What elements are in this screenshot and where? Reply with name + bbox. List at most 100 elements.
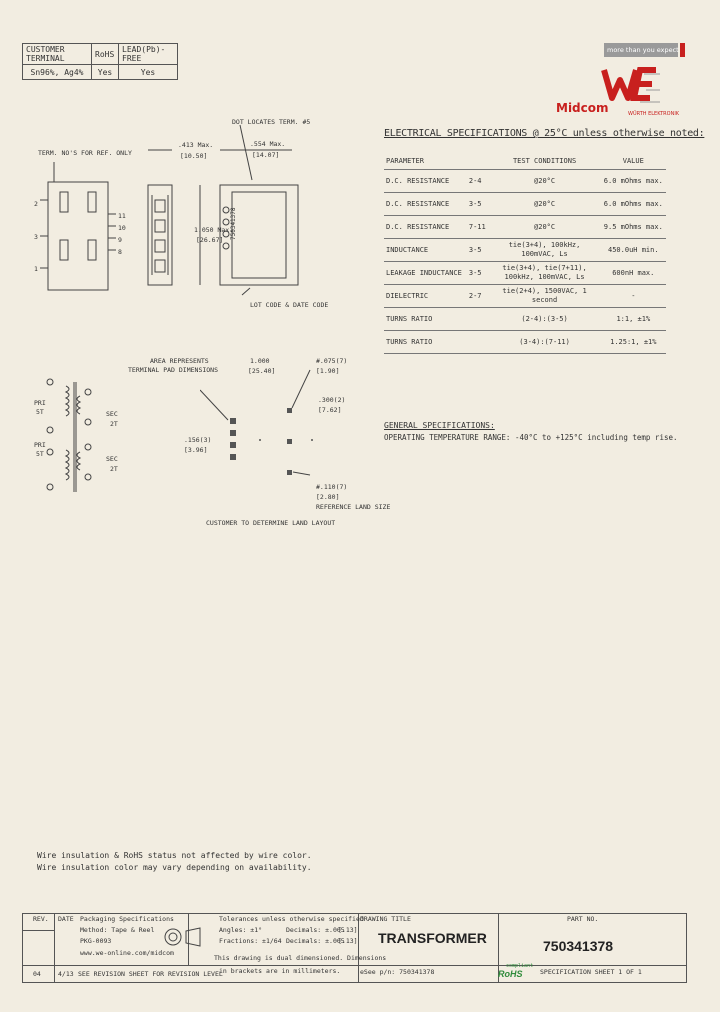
land-pattern-drawing: [200, 360, 313, 510]
spec-value: 6.0 mOhms max.: [600, 169, 666, 193]
packaging-1: Packaging Specifications: [80, 915, 174, 923]
brand-company: Midcom: [556, 101, 609, 115]
pin-11: 11: [118, 212, 126, 220]
pin-1: 1: [34, 265, 38, 273]
we-logo-icon: [600, 66, 660, 106]
part-number: 750341378: [543, 938, 614, 954]
pri1-turns: 5T: [36, 408, 44, 416]
dim-height-mm: [14.07]: [252, 151, 280, 159]
sec1-turns: 2T: [110, 420, 118, 428]
rev-date: 4/13: [58, 970, 74, 978]
spec-pins: [466, 330, 489, 354]
terminal-material: Sn96%, Ag4%: [22, 64, 92, 80]
elec-spec-title: ELECTRICAL SPECIFICATIONS @ 25°C unless …: [384, 128, 705, 139]
pad-d1: #.075(7): [316, 357, 348, 365]
pin-10: 10: [118, 224, 126, 232]
sheet-info: SPECIFICATION SHEET 1 OF 1: [540, 968, 642, 976]
dim-length-mm: [26.67]: [196, 236, 224, 244]
tol-2: Angles: ±1°: [219, 926, 263, 934]
esee-pn: eSee p/n: 750341378: [360, 968, 435, 976]
pri2-label: PRI: [34, 441, 46, 449]
dim-width: .413 Max.: [178, 141, 214, 149]
general-spec-text: OPERATING TEMPERATURE RANGE: -40°C to +1…: [384, 433, 678, 442]
spec-param: TURNS RATIO: [384, 307, 467, 331]
drawing-title-label: DRAWING TITLE: [360, 915, 411, 923]
pri2-turns: 5T: [36, 450, 44, 458]
packaging-2: Method: Tape & Reel: [80, 926, 155, 934]
packaging-3: PKG-0093: [80, 937, 112, 945]
spec-pins: 3-5: [466, 261, 489, 285]
scale-note-1: This drawing is dual dimensioned. Dimens…: [214, 954, 387, 962]
spec-row: TURNS RATIO(2-4):(3-5)1:1, ±1%: [384, 307, 666, 331]
title-block: [22, 913, 687, 983]
sec1-label: SEC: [106, 410, 118, 418]
pad-width-mm: [25.40]: [248, 367, 276, 375]
spec-value: -: [600, 284, 666, 308]
spec-table: PARAMETER TEST CONDITIONS VALUE D.C. RES…: [384, 153, 666, 354]
spec-value: 1:1, ±1%: [600, 307, 666, 331]
spec-pins: [466, 307, 489, 331]
pad-d3-mm: [3.96]: [184, 446, 208, 454]
rohs-badge: compliant RoHS: [498, 963, 534, 979]
spec-condition: @20°C: [488, 192, 601, 216]
rev-label: REV.: [33, 915, 49, 923]
spec-header-value: VALUE: [600, 153, 666, 170]
dim-length: 1.050 Max.: [194, 226, 234, 234]
pad-d1-mm: [1.90]: [316, 367, 340, 375]
tol-1: Tolerances unless otherwise specified: [219, 915, 364, 923]
brand-red-bar: [680, 43, 685, 57]
rev-note: SEE REVISION SHEET FOR REVISION LEVEL: [78, 970, 223, 978]
rev-number: 04: [33, 970, 41, 978]
spec-param: D.C. RESISTANCE: [384, 169, 467, 193]
scale-note-2: in brackets are in millimeters.: [219, 967, 341, 975]
spec-condition: tie(3+4), tie(7+11), 100kHz, 100mVAC, Ls: [488, 261, 601, 285]
pad-width: 1.000: [250, 357, 270, 365]
spec-param: INDUCTANCE: [384, 238, 467, 262]
brand-sub: WÜRTH ELEKTRONIK: [628, 111, 680, 117]
spec-value: 1.25:1, ±1%: [600, 330, 666, 354]
tol-5-mm: [.13]: [338, 937, 358, 945]
spec-param: D.C. RESISTANCE: [384, 215, 467, 239]
header-table: CUSTOMER TERMINAL RoHS LEAD(Pb)-FREE Sn9…: [22, 43, 178, 80]
spec-pins: 3-5: [466, 238, 489, 262]
pin-8: 8: [118, 248, 122, 256]
spec-param: D.C. RESISTANCE: [384, 192, 467, 216]
rohs-text: RoHS: [498, 969, 523, 979]
lot-note: LOT CODE & DATE CODE: [250, 301, 329, 309]
spec-condition: @20°C: [488, 215, 601, 239]
spec-row: TURNS RATIO(3-4):(7-11)1.25:1, ±1%: [384, 330, 666, 354]
note-1: Wire insulation & RoHS status not affect…: [37, 851, 312, 860]
spec-pins: 2-7: [466, 284, 489, 308]
customer-terminal-label: CUSTOMER TERMINAL: [22, 43, 92, 65]
spec-pins: 2-4: [466, 169, 489, 193]
spec-condition: tie(3+4), 100kHz, 100mVAC, Ls: [488, 238, 601, 262]
brand-tagline-bar: [604, 43, 678, 57]
spec-header-cond: TEST CONDITIONS: [488, 153, 601, 170]
spec-condition: tie(2+4), 1500VAC, 1 second: [488, 284, 601, 308]
dot-note: DOT LOCATES TERM. #5: [232, 118, 311, 126]
schematic-drawing: [40, 372, 120, 502]
spec-value: 9.5 mOhms max.: [600, 215, 666, 239]
drawing-title: TRANSFORMER: [378, 930, 487, 946]
spec-value: 6.0 mOhms max.: [600, 192, 666, 216]
website-link[interactable]: www.we-online.com/midcom: [80, 949, 174, 957]
rohs-compliant-text: compliant: [506, 963, 534, 969]
note-2: Wire insulation color may vary depending…: [37, 863, 312, 872]
projection-symbol-icon: [162, 926, 204, 948]
pad-d4-mm: [2.80]: [316, 493, 340, 501]
land-note: CUSTOMER TO DETERMINE LAND LAYOUT: [206, 519, 336, 527]
tol-3: Decimals: ±.005: [286, 926, 345, 934]
spec-param: LEAKAGE INDUCTANCE: [384, 261, 467, 285]
part-no-label: PART NO.: [567, 915, 599, 923]
pad-d3: .156(3): [184, 436, 212, 444]
spec-pins: 7-11: [466, 215, 489, 239]
rohs-value: Yes: [91, 64, 119, 80]
spec-pins: 3-5: [466, 192, 489, 216]
general-spec-title: GENERAL SPECIFICATIONS:: [384, 421, 495, 430]
tol-4: Fractions: ±1/64: [219, 937, 282, 945]
